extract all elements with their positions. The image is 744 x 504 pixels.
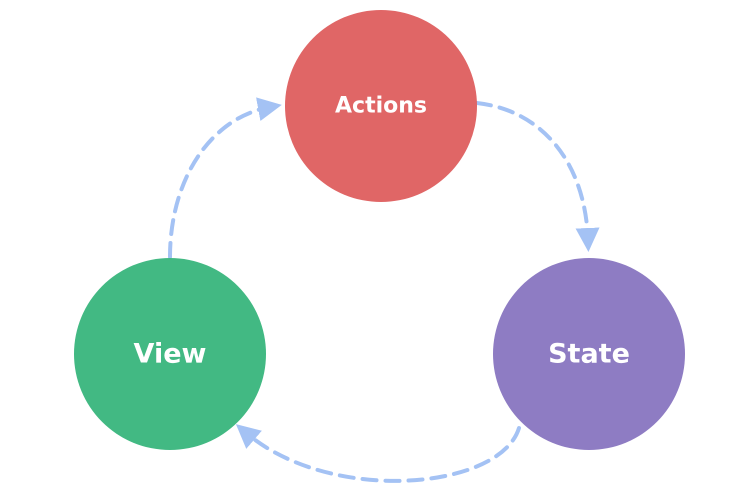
edge-actions-to-state [475, 101, 600, 252]
node-view-circle [74, 258, 266, 450]
node-actions-circle [285, 10, 477, 202]
edge-view-to-actions [168, 97, 282, 259]
node-state-label: State [548, 339, 630, 370]
node-state-circle [493, 258, 685, 450]
node-actions-label: Actions [335, 94, 427, 119]
edge-state-to-view [235, 424, 521, 483]
node-view-label: View [134, 339, 207, 370]
node-view: View [74, 258, 266, 450]
node-actions: Actions [285, 10, 477, 202]
node-state: State [493, 258, 685, 450]
